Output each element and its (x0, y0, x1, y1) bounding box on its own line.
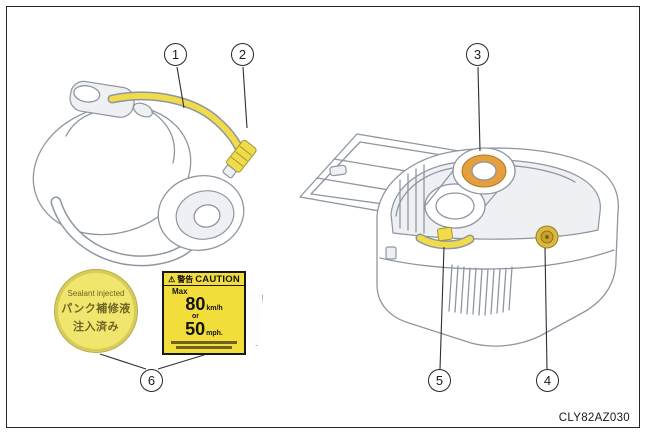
caution-warning-jp: 警告 (177, 275, 194, 284)
sealant-injected-label: Sealant injected パンク補修液 注入済み (54, 269, 138, 353)
sealant-nozzle (222, 139, 257, 179)
figure-border (6, 6, 640, 428)
compressor-connector-cap (535, 225, 559, 249)
callout-2: 2 (231, 43, 254, 66)
callout-5: 5 (428, 369, 451, 392)
compressor-illustration (299, 133, 619, 347)
figure-code: CLY82AZ030 (558, 412, 630, 424)
callout-leader-lines (99, 66, 548, 370)
caution-speed-kmh: 80 (185, 294, 206, 314)
callout-1: 1 (164, 43, 187, 66)
callout-4: 4 (536, 369, 559, 392)
callout-6: 6 (140, 369, 163, 392)
caution-fine-print-line (176, 345, 232, 349)
compressor-vents (448, 264, 513, 316)
caution-unit-mph: mph. (206, 329, 223, 337)
compressor-hose (417, 235, 473, 248)
callout-3: 3 (466, 43, 489, 66)
caution-speed-mph: 50 (185, 318, 206, 339)
caution-label-header: ⚠ 警告 CAUTION (164, 273, 244, 286)
sealant-bottle-illustration (32, 80, 257, 267)
sealant-label-line-jp2: 注入済み (73, 320, 119, 333)
sealant-label-line-jp1: パンク補修液 (61, 302, 131, 315)
caution-max-label: Max (172, 287, 188, 296)
caution-warning-en: CAUTION (195, 274, 240, 285)
caution-unit-kmh: km/h (206, 305, 223, 312)
caution-fine-print-line (171, 340, 237, 344)
caution-mph-row: 50 mph. (164, 318, 244, 339)
caution-label: ⚠ 警告 CAUTION Max 80 km/h or 50 mph. (162, 271, 246, 355)
caution-or-label: or (192, 313, 199, 321)
sealant-label-line-en: Sealant injected (67, 288, 125, 298)
caution-kmh-row: 80 km/h (164, 294, 244, 314)
sealant-hose (109, 93, 244, 155)
warning-triangle-icon: ⚠ (168, 274, 176, 284)
